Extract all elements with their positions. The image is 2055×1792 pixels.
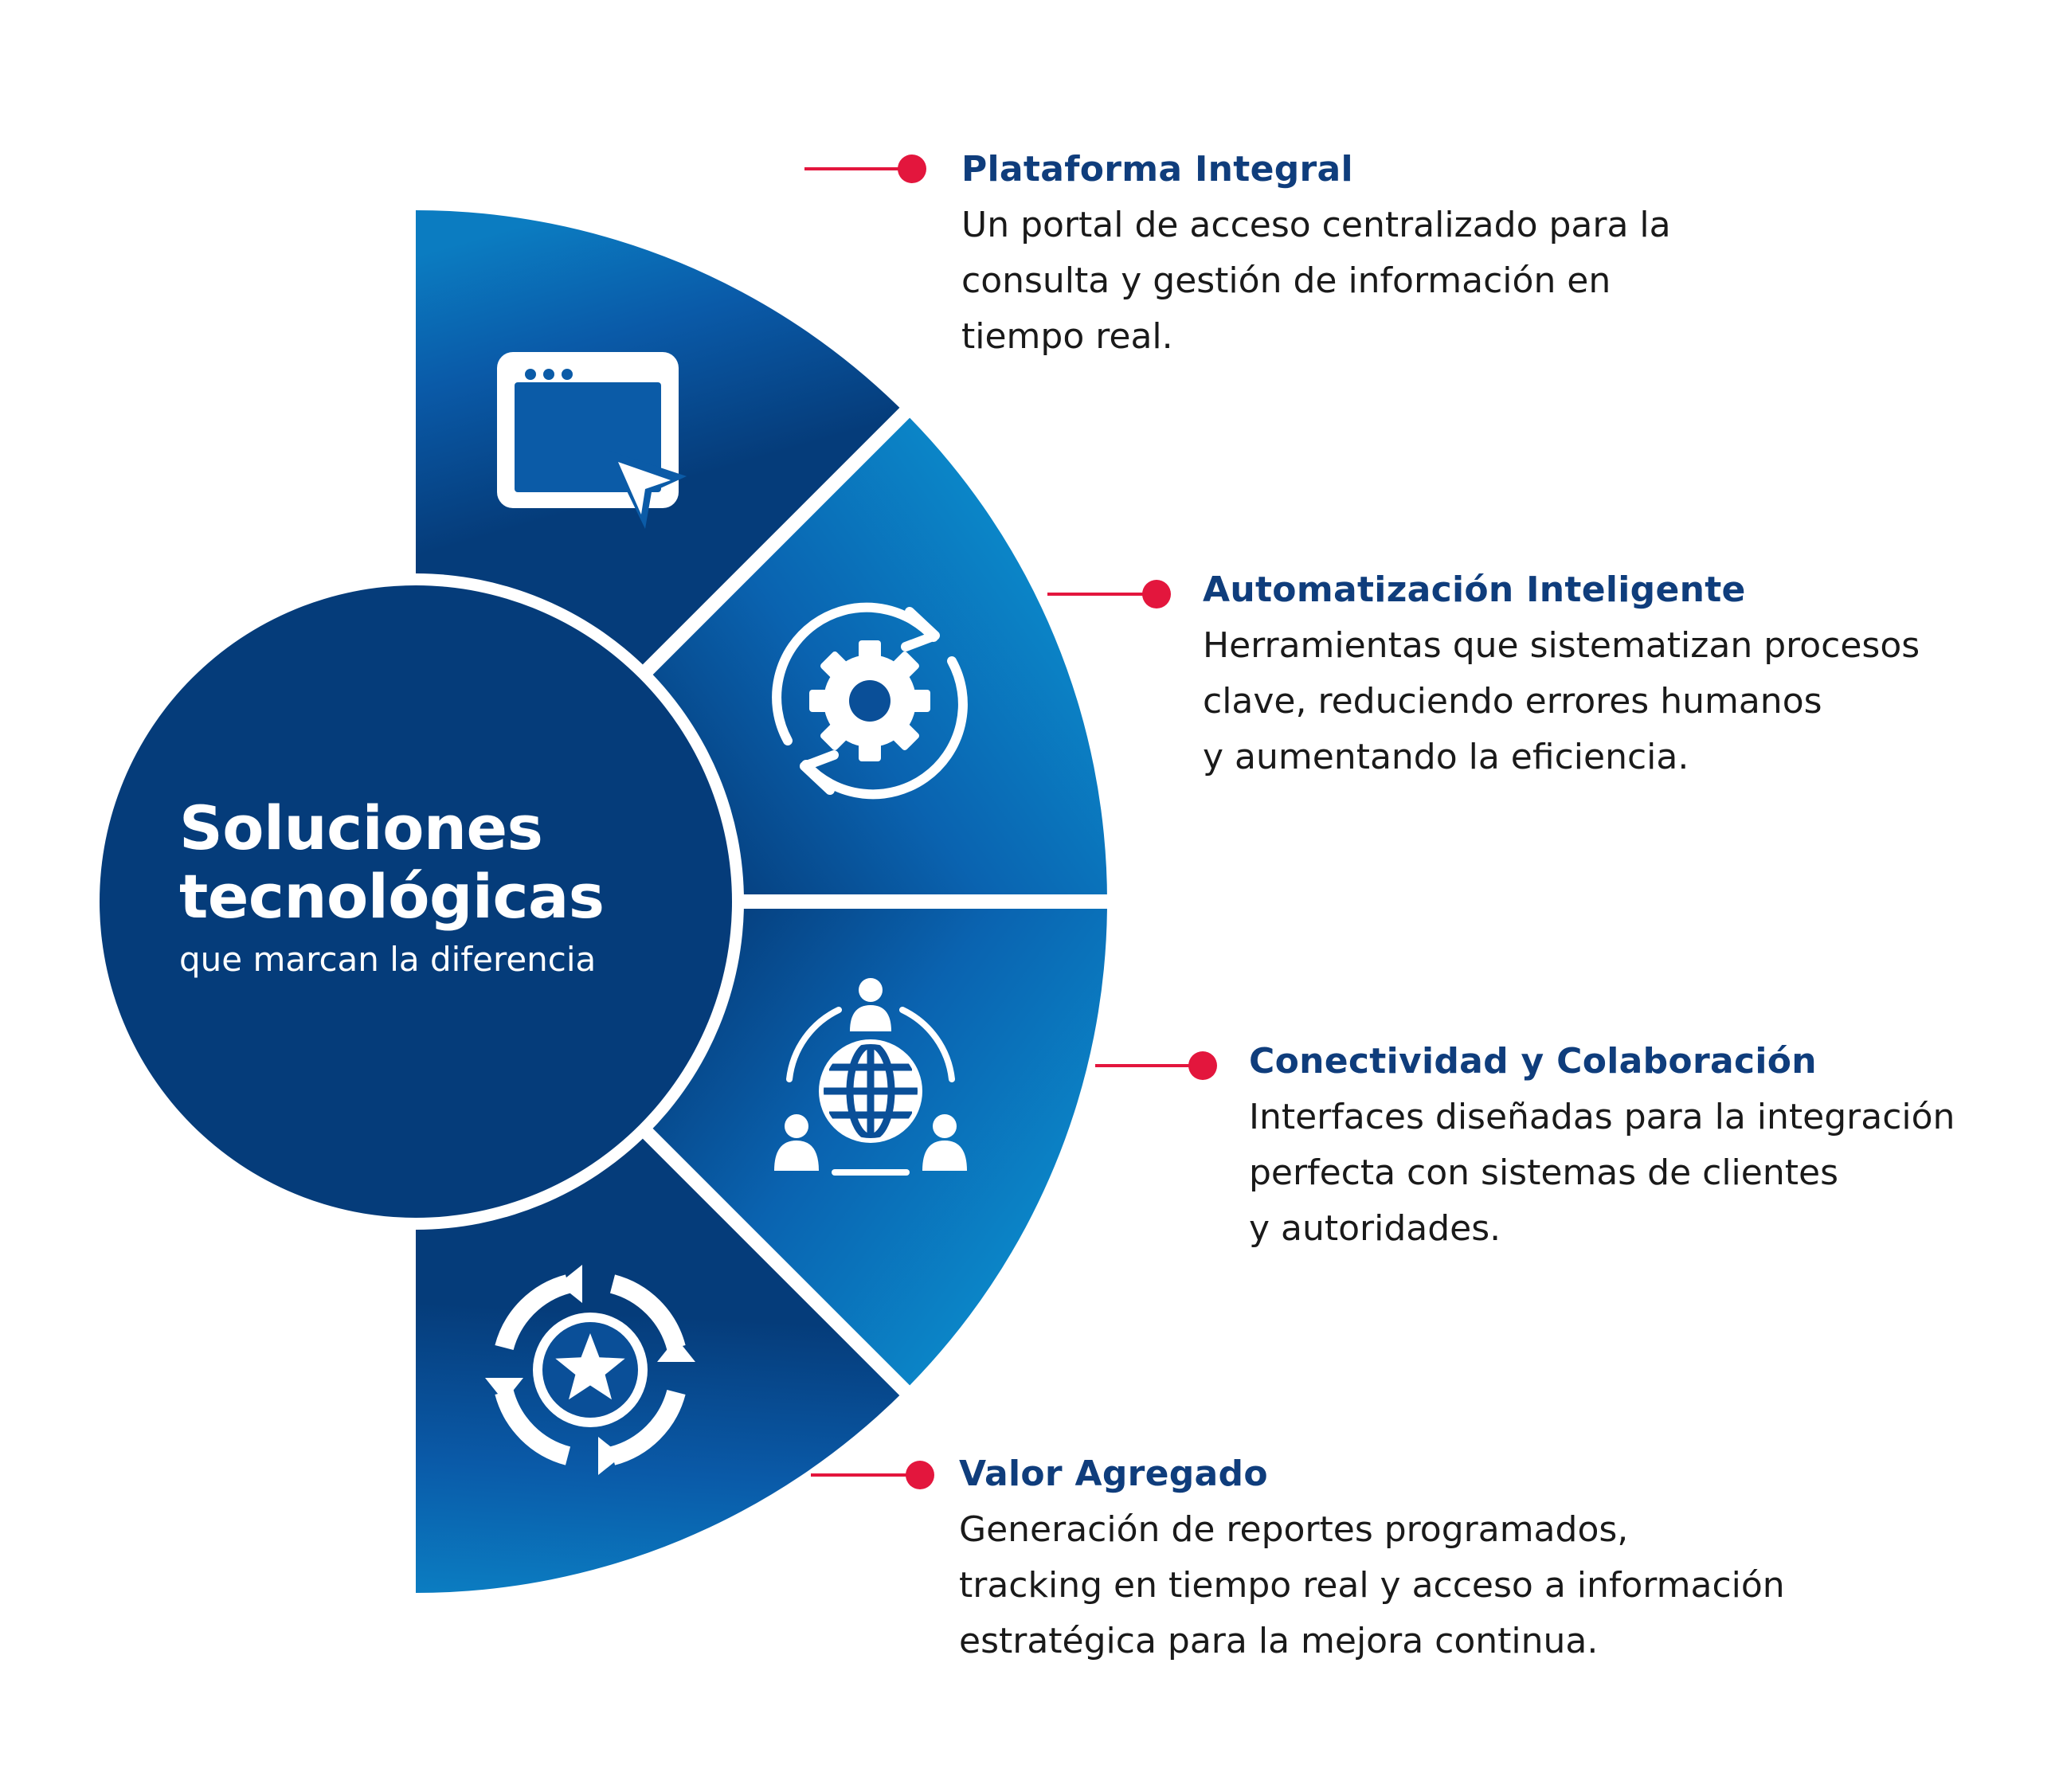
callout-body: Herramientas que sistematizan procesos c… — [1203, 618, 2055, 785]
connector-conectividad — [1095, 1051, 1217, 1080]
connector-plataforma — [804, 155, 926, 183]
callout-plataforma-integral: Plataforma Integral Un portal de acceso … — [961, 146, 1838, 365]
callout-body-line: Un portal de acceso centralizado para la — [961, 205, 1671, 245]
callout-body-line: consulta y gestión de información en — [961, 260, 1611, 301]
callout-title: Valor Agregado — [959, 1454, 1268, 1494]
callout-body-line: tracking en tiempo real y acceso a infor… — [959, 1565, 1785, 1606]
callout-body-line: y autoridades. — [1249, 1208, 1501, 1249]
segment-valor — [416, 1132, 905, 1593]
callout-body-line: perfecta con sistemas de clientes — [1249, 1152, 1838, 1193]
callout-body-line: y aumentando la eficiencia. — [1203, 737, 1689, 777]
star-cycle-icon — [485, 1265, 695, 1475]
callout-body-line: Herramientas que sistematizan procesos — [1203, 625, 1920, 666]
segment-conectividad — [646, 902, 1107, 1391]
center-title-line2: tecnológicas — [179, 861, 605, 932]
center-circle — [100, 585, 732, 1218]
callout-body-line: clave, reduciendo errores humanos — [1203, 681, 1822, 722]
callout-title: Automatización Inteligente — [1203, 569, 1746, 610]
gear-cycle-icon — [772, 602, 968, 800]
browser-cursor-icon — [497, 352, 687, 529]
center-title-line1: Soluciones — [179, 792, 543, 863]
connector-automatizacion — [1047, 580, 1171, 608]
callout-body-line: Interfaces diseñadas para la integración — [1249, 1097, 1955, 1137]
callout-conectividad-colaboracion: Conectividad y Colaboración Interfaces d… — [1249, 1038, 2055, 1257]
callout-body-line: estratégica para la mejora continua. — [959, 1621, 1599, 1661]
center-title-block: Soluciones tecnológicas que marcan la di… — [179, 794, 689, 984]
callout-body-line: Generación de reportes programados, — [959, 1509, 1629, 1550]
callout-body-line: tiempo real. — [961, 316, 1173, 357]
callout-body: Generación de reportes programados, trac… — [959, 1502, 1835, 1669]
callout-body: Un portal de acceso centralizado para la… — [961, 198, 1838, 365]
connector-valor — [811, 1461, 934, 1489]
center-subtitle: que marcan la diferencia — [179, 940, 597, 979]
callout-automatizacion-inteligente: Automatización Inteligente Herramientas … — [1203, 566, 2055, 785]
callout-body: Interfaces diseñadas para la integración… — [1249, 1090, 2055, 1257]
globe-network-icon — [774, 978, 967, 1176]
callout-valor-agregado: Valor Agregado Generación de reportes pr… — [959, 1450, 1835, 1669]
segment-separators — [632, 400, 1115, 1403]
callout-title: Plataforma Integral — [961, 149, 1353, 190]
callout-title: Conectividad y Colaboración — [1249, 1041, 1817, 1082]
